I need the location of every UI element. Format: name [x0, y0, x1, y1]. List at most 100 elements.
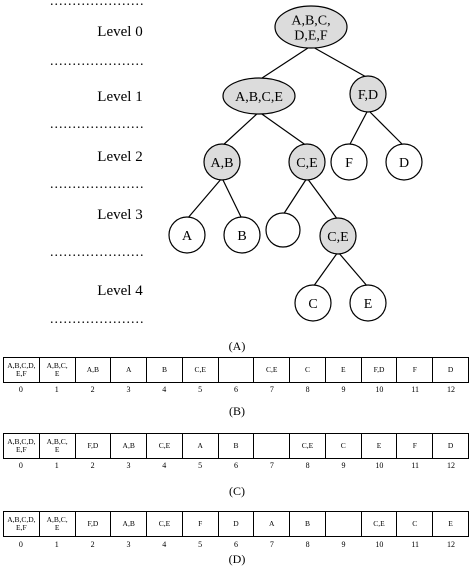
array-index: 7 — [269, 540, 274, 549]
tree-node-label: F — [345, 156, 353, 171]
array-index: 11 — [411, 540, 420, 549]
array-index: 11 — [411, 461, 420, 470]
tree-node-root: A,B,C,D,E,F — [274, 5, 348, 49]
array-cell: F — [397, 434, 434, 458]
tree-node-d: D — [385, 143, 423, 181]
tree-node-shape — [274, 5, 348, 49]
array-cell: B — [147, 358, 183, 382]
level-separator: ...................... — [50, 57, 145, 67]
array-index: 9 — [341, 540, 346, 549]
tree-node-shape — [288, 143, 326, 181]
tree-node-fd: F,D — [349, 75, 387, 113]
array-index: 6 — [233, 385, 238, 394]
array-index: 3 — [126, 461, 131, 470]
tree-node-label: A,B,C,E — [235, 90, 283, 105]
tree-node-a: A — [168, 216, 206, 254]
array-index: 8 — [305, 385, 310, 394]
array-cell: C — [326, 434, 362, 458]
tree-node-label: A,B — [211, 156, 234, 171]
array-index: 10 — [375, 461, 384, 470]
array-cell: F,D — [76, 512, 112, 536]
array-index: 1 — [54, 540, 59, 549]
level-label-2: Level 2 — [97, 149, 143, 165]
array-index: 10 — [375, 540, 384, 549]
tree-node-label: A,B,C, — [291, 14, 330, 29]
level-label-0: Level 0 — [97, 24, 143, 40]
array-cell: C,E — [362, 512, 398, 536]
tree-node-label: C — [308, 297, 317, 312]
tree-node-e: E — [349, 284, 387, 322]
tree-node-abce: A,B,C,E — [222, 77, 296, 115]
tree-node-label: D — [399, 156, 409, 171]
level-label-3: Level 3 — [97, 207, 143, 223]
level-separator: ...................... — [50, 0, 145, 7]
array-cell: A,B,C, E — [40, 434, 76, 458]
array-index: 8 — [305, 540, 310, 549]
array-index: 1 — [54, 385, 59, 394]
tree-node-ce2: C,E — [288, 143, 326, 181]
tree-edge — [258, 111, 308, 147]
array-index: 8 — [305, 461, 310, 470]
tree-node-ce3: C,E — [319, 217, 357, 255]
tree-node-ab: A,B — [203, 143, 241, 181]
array-index: 5 — [198, 540, 203, 549]
array-index: 6 — [233, 540, 238, 549]
tree-node-shape — [222, 77, 296, 115]
array-index: 9 — [341, 461, 346, 470]
array-cell: D — [447, 365, 454, 374]
array-cell: A,B — [76, 358, 112, 382]
array-index: 5 — [198, 385, 203, 394]
caption-b: (B) — [229, 404, 245, 418]
array-cell: C,E — [183, 358, 219, 382]
array-index: 0 — [18, 540, 23, 549]
tree-node-shape — [385, 143, 423, 181]
tree-node-shape — [168, 216, 206, 254]
array-cell: A,B,C,D, E,F — [4, 512, 40, 536]
array-cell: A — [111, 358, 148, 382]
array-index: 2 — [90, 385, 95, 394]
array-index: 2 — [90, 540, 95, 549]
tree-node-shape — [294, 284, 332, 322]
tree-node-c: C — [294, 284, 332, 322]
array-index: 9 — [341, 385, 346, 394]
array-index: 4 — [162, 540, 167, 549]
array-cell: F,D — [76, 434, 112, 458]
tree-node-shape — [319, 217, 357, 255]
array-cell — [219, 358, 255, 382]
level-separator: ...................... — [50, 248, 145, 258]
tree-node-label: C,E — [327, 230, 348, 245]
array-cell: A,B — [111, 434, 148, 458]
tree-node-label: E — [364, 297, 373, 312]
level-separator: ...................... — [50, 315, 145, 325]
array-cell — [254, 434, 291, 458]
caption-a: (A) — [228, 339, 246, 353]
array-cell: B — [219, 434, 255, 458]
array-index: 5 — [198, 461, 203, 470]
array-index: 1 — [54, 461, 59, 470]
array-cell: D — [219, 512, 255, 536]
array-cell: A,B,C,D, E,F — [4, 358, 40, 382]
array-index: 12 — [447, 461, 456, 470]
array-cell: C,E — [290, 434, 326, 458]
array-cell: A — [254, 512, 291, 536]
array-index: 12 — [447, 540, 456, 549]
array-index: 3 — [126, 385, 131, 394]
array-cell: F,D — [362, 358, 398, 382]
array-index: 7 — [269, 385, 274, 394]
tree-edge — [186, 177, 223, 220]
array-cell: A,B,C, E — [40, 512, 76, 536]
level-separator: ...................... — [50, 120, 145, 130]
tree-node-label: F,D — [358, 88, 378, 103]
array-cell: B — [290, 512, 326, 536]
array-cell: A,B — [111, 512, 148, 536]
array-cell: E — [362, 434, 398, 458]
tree-edge — [282, 177, 308, 216]
tree-edge — [306, 177, 339, 221]
array-cell: A — [183, 434, 219, 458]
tree-node-f: F — [330, 143, 368, 181]
array-cell: E — [326, 358, 362, 382]
